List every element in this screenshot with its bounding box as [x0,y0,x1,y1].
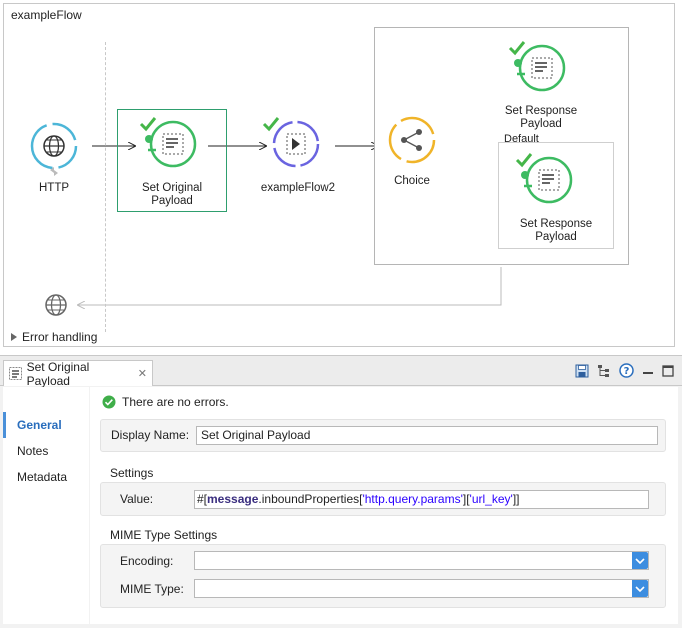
minimize-icon[interactable] [642,365,654,377]
display-name-input[interactable]: Set Original Payload [196,426,658,445]
encoding-dropdown-button[interactable] [632,552,648,569]
choice-label: Choice [372,175,452,188]
properties-panel: Set Original Payload ✕ ? [0,355,682,628]
maximize-icon[interactable] [662,365,674,377]
chevron-down-icon [632,552,648,569]
mime-type-value [195,579,625,598]
properties-content: There are no errors. Display Name: Set O… [90,387,678,624]
check-icon [517,154,531,165]
check-icon [264,118,278,129]
error-handling-toggle[interactable]: Error handling [11,330,97,344]
choice-node[interactable] [382,112,442,172]
set-response-payload-node-2[interactable] [513,148,577,214]
encoding-label: Encoding: [120,554,173,568]
mime-type-select[interactable] [194,579,649,598]
error-handling-label: Error handling [22,330,97,344]
svg-text:?: ? [624,366,630,377]
http-node[interactable] [24,120,84,180]
expr-part: ][ [463,492,470,506]
nav-item-notes[interactable]: Notes [3,438,89,464]
set-response-payload-label-2: Set Response Payload [506,218,606,244]
flow-canvas[interactable]: exampleFlow HTTP [3,3,675,347]
success-check-icon [102,395,116,409]
source-divider [105,42,106,332]
expr-part: #[ [197,492,207,506]
tree-structure-icon[interactable] [597,364,611,378]
connector-return [78,267,501,305]
encoding-select[interactable] [194,551,649,570]
mime-settings-title: MIME Type Settings [110,528,217,542]
set-response-payload-node-1[interactable] [506,36,570,102]
value-label: Value: [120,492,153,506]
panel-tabbar: Set Original Payload ✕ ? [0,356,682,386]
encoding-value [195,551,625,570]
nav-item-general[interactable]: General [3,412,89,438]
chevron-down-icon [632,580,648,597]
expr-part: .inboundProperties[ [258,492,362,506]
transformer-icon [9,367,22,380]
properties-sidenav: General Notes Metadata [3,387,89,624]
expr-part: message [207,492,258,506]
settings-group: Value: #[message.inboundProperties['http… [100,482,666,516]
check-icon [510,42,524,53]
settings-title: Settings [110,466,153,480]
globe-icon [44,293,68,317]
expr-part: ]] [513,492,520,506]
value-expression-input[interactable]: #[message.inboundProperties['http.query.… [194,490,649,509]
flow-reference-label: exampleFlow2 [248,182,348,195]
tab-set-original-payload[interactable]: Set Original Payload ✕ [3,360,153,386]
mime-type-dropdown-button[interactable] [632,580,648,597]
mime-type-label: MIME Type: [120,582,184,596]
expand-triangle-icon [11,333,17,341]
help-icon[interactable]: ? [619,363,634,378]
mime-settings-group: Encoding: MIME Type: [100,544,666,608]
expr-part: 'http.query.params' [362,492,462,506]
close-icon[interactable]: ✕ [138,367,147,380]
set-original-payload-label: Set Original Payload [127,182,217,208]
flow-reference-node[interactable] [260,112,324,178]
display-name-label: Display Name: [111,428,189,442]
expr-part: 'url_key' [470,492,513,506]
save-icon[interactable] [575,364,589,378]
set-response-payload-label-1: Set Response Payload [491,105,591,131]
nav-item-metadata[interactable]: Metadata [3,464,89,490]
panel-toolbar: ? [575,363,674,378]
http-node-label: HTTP [24,182,84,195]
validation-message: There are no errors. [102,395,229,409]
tab-label: Set Original Payload [27,360,133,388]
display-name-group: Display Name: Set Original Payload [100,419,666,452]
check-icon [141,118,155,129]
status-message: There are no errors. [122,395,229,409]
set-original-payload-node[interactable] [137,112,201,178]
